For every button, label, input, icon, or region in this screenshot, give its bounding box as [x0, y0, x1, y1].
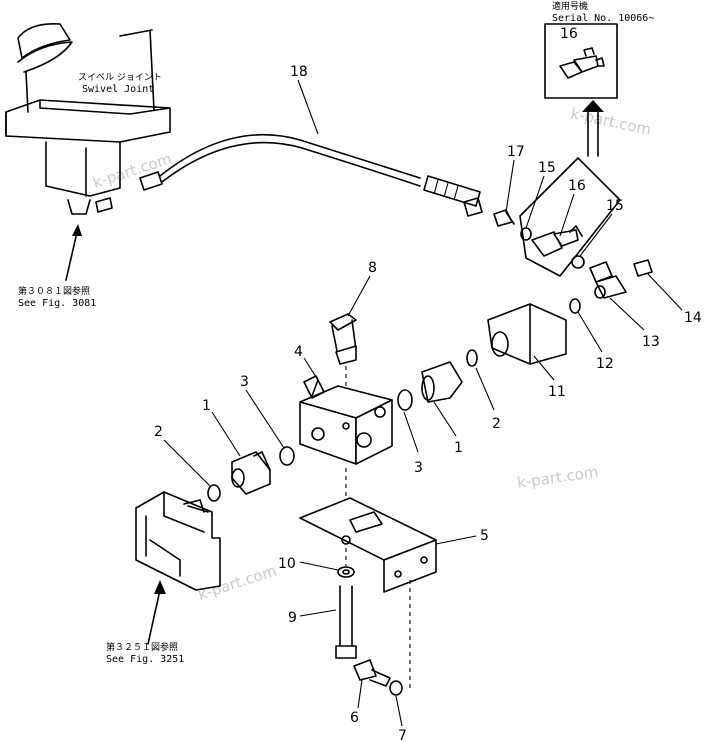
- callout-16: 16: [560, 26, 578, 42]
- callout-6: 6: [350, 710, 359, 726]
- bracket-5: [299, 497, 437, 688]
- tee-fittings: [493, 157, 653, 299]
- callout-13: 13: [642, 334, 660, 350]
- callout-1: 1: [454, 440, 463, 456]
- callout-15: 15: [538, 160, 556, 176]
- ref-label: See Fig. 3081: [18, 298, 96, 309]
- mount-assembly: [135, 491, 221, 645]
- callout-1: 1: [202, 398, 211, 414]
- watermark: k-part.com: [516, 463, 599, 492]
- callout-7: 7: [398, 728, 407, 742]
- callout-10: 10: [278, 556, 296, 572]
- leader-lines: [163, 79, 683, 727]
- swivel-joint-label: Swivel Joint: [82, 84, 154, 95]
- callout-12: 12: [596, 356, 614, 372]
- callout-16: 16: [568, 178, 586, 194]
- callout-18: 18: [290, 64, 308, 80]
- valve-block-4: [299, 375, 393, 520]
- part-6-bolt: [353, 659, 391, 687]
- part-7-washer: [389, 680, 403, 696]
- callout-15: 15: [606, 198, 624, 214]
- callout-8: 8: [368, 260, 377, 276]
- callout-11: 11: [548, 384, 566, 400]
- callout-9: 9: [288, 610, 297, 626]
- callout-3: 3: [240, 374, 249, 390]
- watermark: k-part.com: [91, 149, 174, 191]
- watermark: k-part.com: [569, 104, 653, 139]
- callout-17: 17: [507, 144, 525, 160]
- ref-label: See Fig. 3251: [106, 654, 184, 665]
- serial-note: Serial No. 10066~: [552, 13, 654, 24]
- fittings-right: [397, 298, 581, 411]
- ref-label-jp: 第３２５１図参照: [106, 641, 178, 653]
- serial-note-jp: 適用号機: [552, 0, 588, 12]
- part-8-bolt: [329, 313, 357, 420]
- part-10-washer: [337, 566, 355, 578]
- callout-14: 14: [684, 310, 702, 326]
- callout-4: 4: [294, 344, 303, 360]
- callout-3: 3: [414, 460, 423, 476]
- swivel-joint: [5, 22, 171, 281]
- fittings-left: [207, 379, 319, 502]
- callout-5: 5: [480, 528, 489, 544]
- part-9-bolt: [335, 585, 357, 659]
- swivel-joint-label-jp: スイベル ジョイント: [78, 73, 162, 83]
- hose-18: [139, 134, 483, 217]
- ref-label-jp: 第３０８１図参照: [18, 285, 90, 297]
- serial-box: [544, 23, 618, 157]
- callout-2: 2: [492, 416, 501, 432]
- callout-2: 2: [154, 424, 163, 440]
